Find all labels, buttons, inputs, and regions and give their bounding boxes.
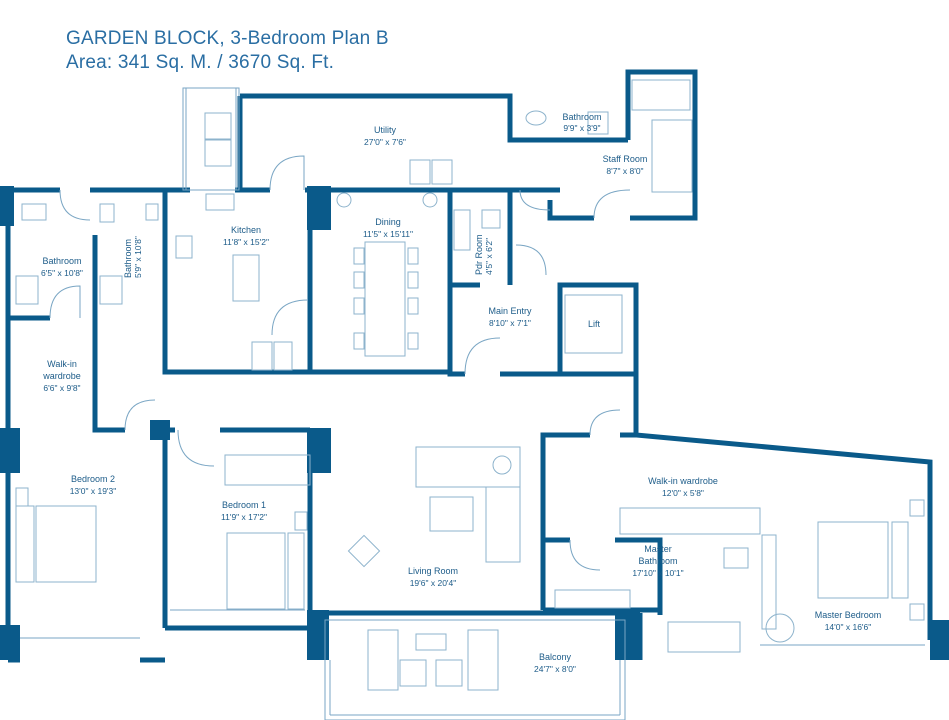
dim-bathroom-left: 6'5" x 10'8" <box>41 268 83 278</box>
plan-title: GARDEN BLOCK, 3-Bedroom Plan B <box>66 28 389 49</box>
label-living-room: Living Room <box>408 566 458 576</box>
label-dining: Dining <box>375 217 401 227</box>
label-bedroom1: Bedroom 1 <box>222 500 266 510</box>
label-walkin-left-2: wardrobe <box>42 371 81 381</box>
walls <box>5 69 933 663</box>
room-labels: Utility 27'0" x 7'6" Bathroom 9'9" x 3'9… <box>41 112 881 674</box>
dim-bedroom1: 11'9" x 17'2" <box>221 512 267 522</box>
doors-and-windows <box>20 87 925 720</box>
label-lift: Lift <box>588 319 601 329</box>
label-master-bath-1: Master <box>644 544 672 554</box>
dim-pdr-room: 4'5" x 6'2" <box>484 238 494 275</box>
dim-living-room: 19'6" x 20'4" <box>410 578 457 588</box>
plan-area: Area: 341 Sq. M. / 3670 Sq. Ft. <box>66 52 335 73</box>
label-kitchen: Kitchen <box>231 225 261 235</box>
label-utility: Utility <box>374 125 396 135</box>
dim-kitchen: 11'8" x 15'2" <box>223 237 269 247</box>
dim-walkin-right: 12'0" x 5'8" <box>662 488 704 498</box>
structural-columns <box>0 186 949 660</box>
dim-walkin-left: 6'6" x 9'8" <box>43 383 80 393</box>
dim-balcony: 24'7" x 8'0" <box>534 664 576 674</box>
label-master-bath-2: Bathroom <box>638 556 677 566</box>
label-master-bedroom: Master Bedroom <box>815 610 882 620</box>
furniture <box>15 79 925 691</box>
dim-dining: 11'5" x 15'11" <box>363 229 413 239</box>
dim-bathroom-top: 9'9" x 3'9" <box>563 123 600 133</box>
label-walkin-right: Walk-in wardrobe <box>648 476 718 486</box>
dim-main-entry: 8'10" x 7'1" <box>489 318 531 328</box>
dim-utility: 27'0" x 7'6" <box>364 137 406 147</box>
dim-master-bedroom: 14'0" x 16'6" <box>825 622 872 632</box>
label-pdr-room: Pdr Room <box>474 234 484 275</box>
label-bathroom-mid: Bathroom <box>123 239 133 278</box>
label-main-entry: Main Entry <box>488 306 532 316</box>
label-bathroom-left: Bathroom <box>42 256 81 266</box>
dim-bedroom2: 13'0" x 19'3" <box>70 486 117 496</box>
dim-staff-room: 8'7" x 8'0" <box>606 166 643 176</box>
dim-bathroom-mid: 5'9" x 10'8" <box>133 236 143 278</box>
label-bedroom2: Bedroom 2 <box>71 474 115 484</box>
dim-master-bath: 17'10" x 10'1" <box>632 568 683 578</box>
label-balcony: Balcony <box>539 652 572 662</box>
label-bathroom-top: Bathroom <box>562 112 601 122</box>
label-staff-room: Staff Room <box>603 154 648 164</box>
label-walkin-left-1: Walk-in <box>47 359 77 369</box>
